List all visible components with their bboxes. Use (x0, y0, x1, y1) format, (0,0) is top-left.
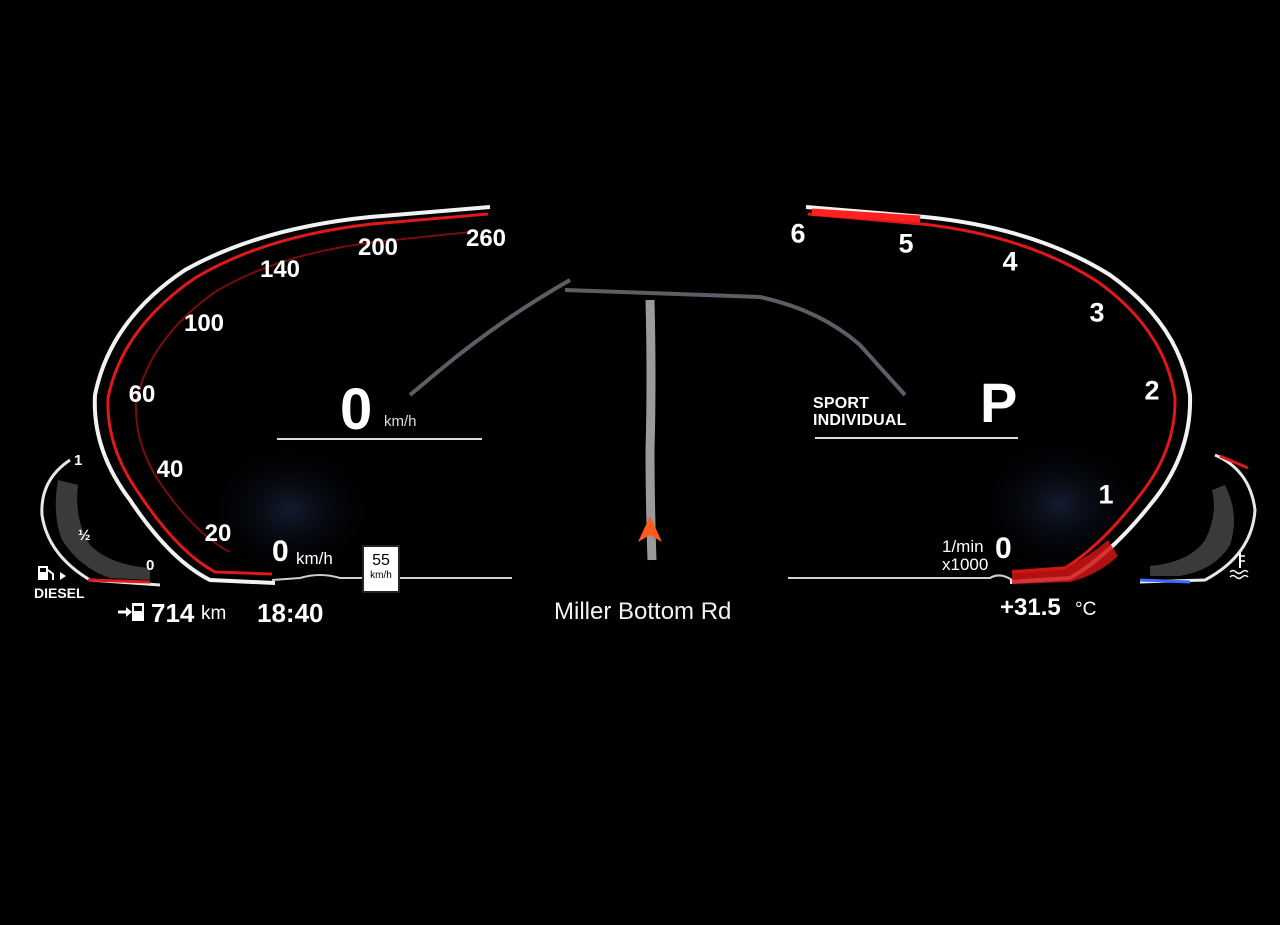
tachometer-current-fill (1012, 540, 1118, 584)
rpm-unit-line2: x1000 (942, 555, 989, 574)
rpm-tick-4: 4 (1002, 246, 1018, 277)
rpm-tick-5: 5 (898, 228, 914, 259)
speed-tick-200: 200 (357, 234, 399, 261)
fuel-type-label: DIESEL (34, 585, 85, 601)
speed-tick-40: 40 (156, 456, 184, 483)
coolant-hot-mark (1219, 454, 1249, 470)
speed-tick-260: 260 (465, 225, 507, 252)
gear-indicator: P (980, 371, 1018, 434)
right-ambient-glow (970, 435, 1150, 575)
coolant-cold-mark (1139, 578, 1191, 584)
tachometer-base-line (788, 574, 1013, 581)
fuel-range-value: 714 (151, 598, 195, 628)
rpm-tick-1: 1 (1098, 479, 1114, 510)
fuel-full-label: 1 (74, 452, 83, 469)
fuel-reserve-mark (87, 578, 151, 584)
small-speed: 0 (272, 535, 289, 568)
rpm-zero-readout: 0 (995, 532, 1012, 565)
speed-tick-60: 60 (128, 381, 156, 408)
current-speed-unit: km/h (384, 413, 417, 430)
rpm-unit-line1: 1/min (942, 537, 984, 556)
speedometer-red-arc (106, 212, 489, 576)
navigation-road-horizontal (564, 288, 907, 397)
rpm-tick-2: 2 (1144, 375, 1160, 406)
fuel-half-label: ½ (78, 527, 91, 544)
navigation-road-branch (408, 278, 571, 397)
fuel-pump-icon (38, 566, 66, 580)
outside-temperature-unit: °C (1075, 599, 1097, 620)
fuel-gauge-fill (55, 480, 150, 580)
navigation-arrow-icon (638, 516, 662, 542)
speedometer-base-line (271, 574, 512, 581)
fuel-range-unit: km (201, 603, 227, 624)
fuel-gauge-outline (40, 458, 161, 587)
navigation-street-name: Miller Bottom Rd (554, 598, 732, 625)
speed-tick-100: 100 (183, 310, 225, 337)
fuel-empty-label: 0 (146, 557, 155, 574)
speedometer-outline (92, 205, 491, 585)
speed-tick-20: 20 (204, 520, 232, 547)
left-ambient-glow (200, 440, 380, 580)
drive-mode-line1: SPORT (813, 395, 870, 412)
speedometer-inner-arc (134, 231, 471, 553)
speed-tick-140: 140 (259, 256, 301, 283)
fuel-range-icon (118, 603, 144, 621)
speed-limit-sign: 55 km/h (362, 545, 400, 593)
clock: 18:40 (257, 598, 324, 628)
coolant-temperature-icon (1229, 553, 1249, 580)
coolant-gauge-fill (1150, 485, 1234, 576)
tachometer-red-arc (807, 212, 1177, 574)
drive-mode-line2: INDIVIDUAL (813, 412, 907, 429)
tachometer-outline (805, 205, 1193, 584)
coolant-gauge-outline (1139, 453, 1257, 584)
rpm-tick-3: 3 (1089, 297, 1105, 328)
tachometer-redline-zone (811, 208, 921, 223)
current-speed: 0 (340, 377, 373, 442)
small-speed-unit: km/h (296, 549, 333, 568)
speed-limit-value: 55 (372, 552, 390, 569)
rpm-tick-6: 6 (790, 218, 806, 249)
outside-temperature: +31.5 (1000, 594, 1061, 621)
speed-limit-unit: km/h (370, 570, 392, 581)
